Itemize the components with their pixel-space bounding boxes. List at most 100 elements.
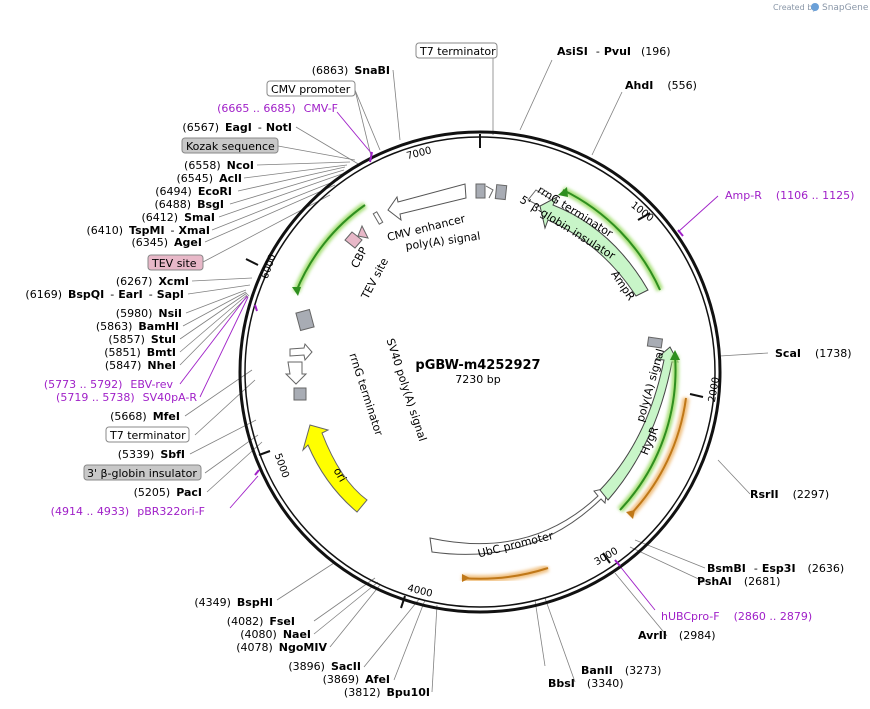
ori-feature — [302, 424, 368, 513]
white-arrow-left — [284, 361, 308, 385]
site-rsrii: RsrII(2297) — [750, 488, 829, 501]
ampr-orf-line — [562, 189, 661, 291]
site-nsii: (5980)NsiI — [116, 307, 182, 320]
site-nhei: (5847)NheI — [105, 359, 176, 372]
site-bsgi: (6488)BsgI — [155, 198, 224, 211]
site-asisi-pvui: AsiSI-PvuI(196) — [557, 45, 671, 58]
plasmid-length: 7230 bp — [455, 373, 500, 386]
primer-pbr322ori-f: (4914 .. 4933)pBR322ori-F — [51, 505, 205, 518]
label-ori: ori — [331, 465, 349, 484]
site-afei: (3869)AfeI — [323, 673, 390, 686]
label-box-3-beta-globin-insulator: 3' β-globin insulator — [87, 467, 197, 480]
left-orf-glow — [292, 202, 368, 294]
label-ubc-promoter: UbC promoter — [476, 529, 555, 560]
site-snabi: (6863)SnaBI — [312, 64, 390, 77]
site-bbsi: BbsI(3340) — [548, 677, 623, 690]
t7-terminator-box-top — [494, 184, 508, 201]
site-ncoi: (6558)NcoI — [184, 159, 254, 172]
cmv-enhancer-feature — [387, 183, 467, 222]
primer-ebv-rev: (5773 .. 5792)EBV-rev — [44, 378, 174, 391]
left-orf-line — [295, 204, 366, 293]
tick-4000: 4000 — [406, 583, 433, 600]
site-bmti: (5851)BmtI — [104, 346, 176, 359]
hygr-orf-arrowhead — [670, 350, 680, 360]
label-box-t7-terminator-left: T7 terminator — [109, 429, 186, 442]
tick-2000: 2000 — [707, 376, 722, 403]
cbp-feature — [344, 231, 363, 249]
site-tspmi-xmai: (6410)TspMI-XmaI — [86, 224, 210, 237]
primer-labels: (6665 .. 6685)CMV-F (5773 .. 5792)EBV-re… — [44, 102, 855, 623]
site-agei: (6345)AgeI — [131, 236, 202, 249]
box-3-beta-globin-insulator — [83, 464, 202, 481]
site-paci: (5205)PacI — [134, 486, 202, 499]
site-bamhi: (5863)BamHI — [96, 320, 179, 333]
site-bspqi-eari-sapi: (6169)BspQI-EarI-SapI — [25, 288, 184, 301]
tev-site-feature — [357, 224, 369, 239]
small-white-arrow-top — [485, 185, 494, 199]
site-ahdi: AhdI(556) — [625, 79, 697, 92]
snapgene-logo-icon — [811, 3, 819, 11]
box-kozak-sequence — [181, 137, 279, 154]
orange-orf-bottom-line — [461, 567, 549, 580]
site-bpu10i: (3812)Bpu10I — [344, 686, 430, 699]
primer-hubcpro-f: hUBCpro-F(2860 .. 2879) — [661, 610, 812, 623]
orange-orf-bottom-arrowhead — [462, 574, 470, 582]
ampr-feature — [539, 195, 649, 297]
label-box-t7-terminator-top: T7 terminator — [419, 45, 496, 58]
hygr-orf-line — [619, 354, 677, 511]
poly-a-signal-box-top — [475, 183, 486, 199]
site-xcmi: (6267)XcmI — [116, 275, 189, 288]
primer-sv40pa-r: (5719 .. 5738)SV40pA-R — [56, 391, 197, 404]
label-box-kozak-sequence: Kozak sequence — [186, 140, 275, 153]
label-box-tev-site: TEV site — [151, 257, 197, 270]
site-sbfi: (5339)SbfI — [118, 448, 185, 461]
site-smai: (6412)SmaI — [142, 211, 215, 224]
tick-3000: 3000 — [593, 546, 621, 568]
label-box-cmv-promoter: CMV promoter — [271, 83, 351, 96]
kozak-marker — [372, 211, 384, 225]
tick-5000: 5000 — [272, 452, 291, 480]
site-bsphi: (4349)BspHI — [194, 596, 273, 609]
backbone-outer — [238, 130, 722, 614]
site-avrii: AvrII(2984) — [638, 629, 715, 642]
box-tev-site — [147, 254, 204, 271]
site-acli: (6545)AclI — [177, 172, 242, 185]
orange-orf-right-line — [629, 397, 687, 516]
primer-amp-r: Amp-R(1106 .. 1125) — [725, 189, 854, 202]
primer-leader-lines — [179, 111, 719, 611]
plasmid-name: pGBW-m4252927 — [415, 358, 540, 373]
rrng-terminator-left — [289, 342, 313, 362]
ampr-orf-arrowhead — [558, 187, 568, 197]
left-orf-arrowhead — [292, 287, 301, 296]
site-naei: (4080)NaeI — [240, 628, 311, 641]
site-sacii: (3896)SacII — [288, 660, 361, 673]
site-pshai: PshAI(2681) — [697, 575, 780, 588]
box-t7-terminator-top — [415, 42, 498, 59]
primer-cmv-f: (6665 .. 6685)CMV-F — [217, 102, 338, 115]
primer-ticks — [254, 151, 684, 567]
site-scai: ScaI(1738) — [775, 347, 852, 360]
left-site-labels: (6863)SnaBI (6567)EagI-NotI (6558)NcoI (… — [25, 64, 430, 699]
right-site-labels: AsiSI-PvuI(196) AhdI(556) ScaI(1738) Rsr… — [548, 45, 852, 690]
sv40-polya-box — [295, 308, 315, 332]
tick-marks — [245, 134, 704, 609]
box-t7-terminator-left — [105, 426, 190, 443]
label-rrng-terminator-left: rrnG terminator — [346, 351, 385, 437]
branding-created-by: Created by — [773, 3, 817, 12]
site-fsei: (4082)FseI — [227, 615, 295, 628]
site-banii: BanII(3273) — [581, 664, 661, 677]
tick-6000: 6000 — [260, 253, 279, 281]
site-ecori: (6494)EcoRI — [155, 185, 232, 198]
site-ngomiv: (4078)NgoMIV — [236, 641, 327, 654]
branding-product: SnapGene — [822, 3, 869, 13]
site-stui: (5857)StuI — [108, 333, 176, 346]
site-bsmbi-esp3i: BsmBI-Esp3I(2636) — [707, 562, 844, 575]
polya-box-right — [646, 336, 664, 349]
orange-orf-right-arrowhead — [626, 510, 635, 519]
site-eagi-noti: (6567)EagI-NotI — [182, 121, 292, 134]
label-cbp: CBP — [348, 244, 370, 270]
t7-terminator-box-left — [293, 387, 307, 401]
site-mfei: (5668)MfeI — [110, 410, 180, 423]
label-sv40-polya-signal: SV40 poly(A) signal — [384, 337, 430, 443]
